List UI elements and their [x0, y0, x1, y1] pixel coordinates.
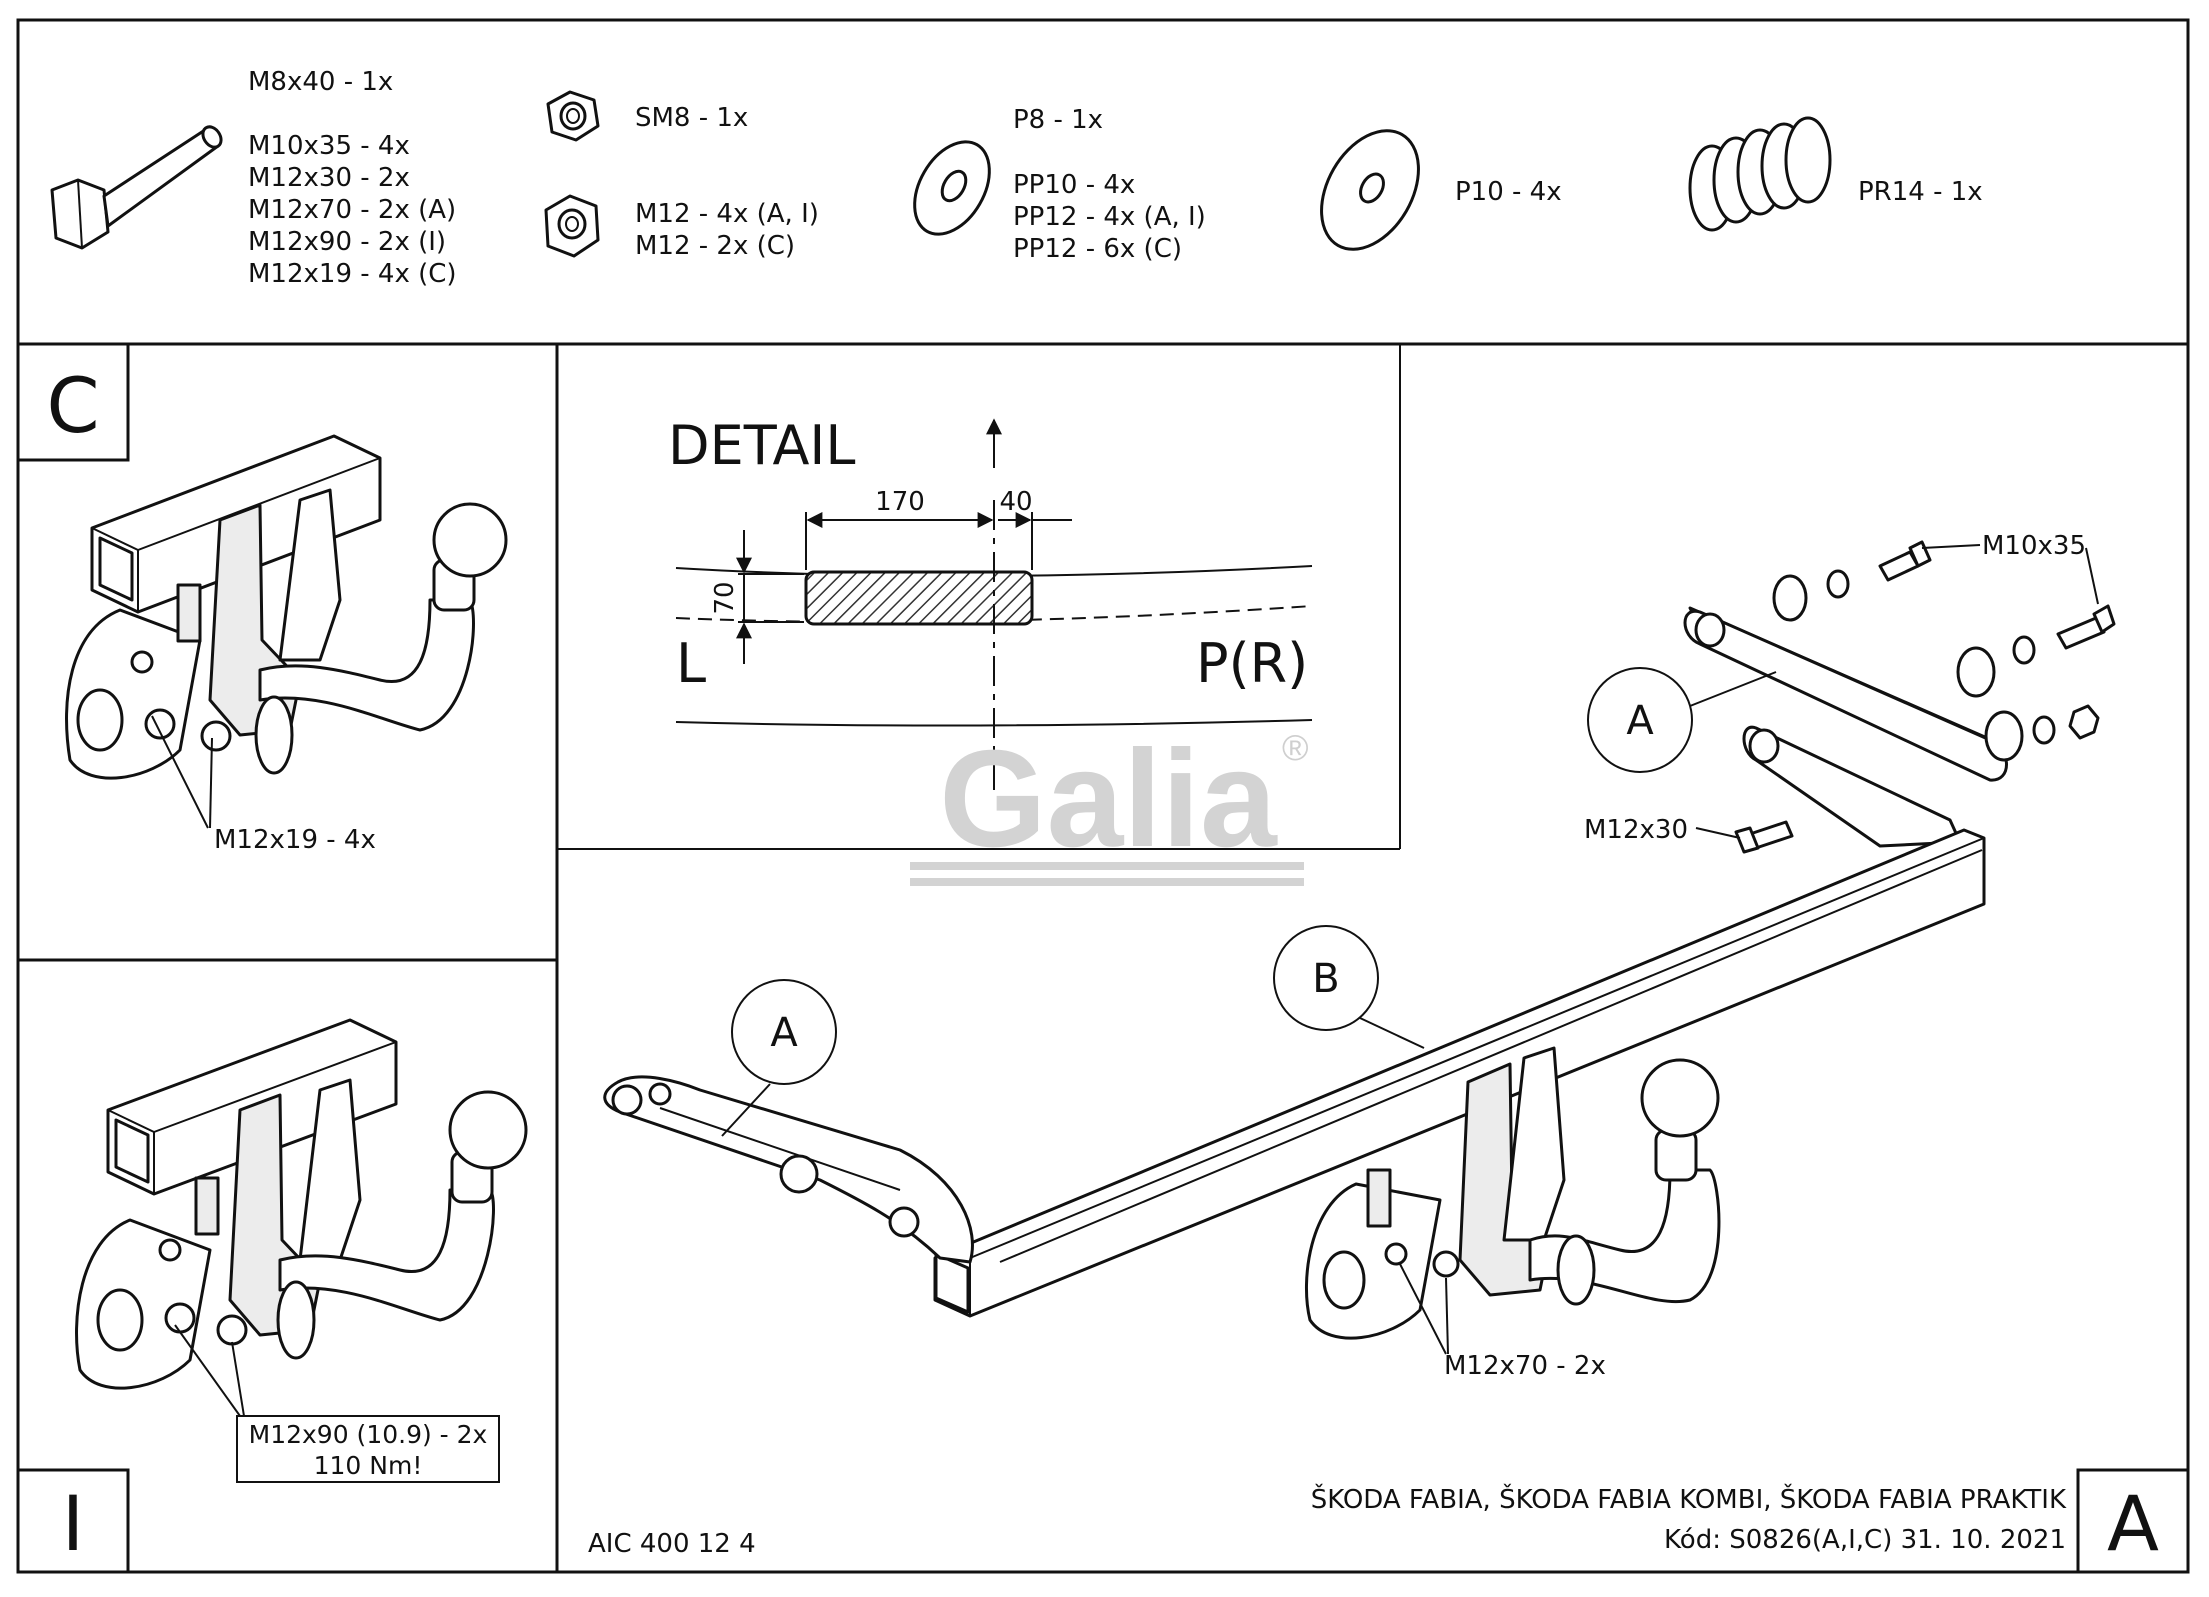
panel-c-letter: C [46, 361, 99, 450]
washer-label-p10: P10 - 4x [1455, 177, 1562, 207]
towbar-main-assembly [603, 540, 2116, 1340]
callout-b: B [1312, 956, 1339, 1002]
bolt-label-m12x90: M12x90 - 2x (I) [248, 227, 446, 257]
panel-a-letter-box [2076, 1468, 2190, 1574]
svg-text:®: ® [1282, 727, 1309, 768]
washer-label-pp10: PP10 - 4x [1013, 170, 1135, 200]
label-m12x30: M12x30 [1584, 815, 1688, 845]
detail-dim-height: 70 [710, 581, 740, 614]
bolt-label-m12x70: M12x70 - 2x (A) [248, 195, 456, 225]
panel-i-letter-box [16, 1468, 130, 1574]
panel-i-letter: I [62, 1479, 84, 1568]
panel-a-letter: A [2107, 1479, 2159, 1568]
panel-i-callout-box [236, 1415, 500, 1483]
panel-i-leader-2 [231, 1341, 245, 1417]
large-washer-icon [1320, 129, 1420, 251]
callout-circle-a-right [1587, 667, 1693, 773]
leader-m12x30 [1695, 827, 1741, 839]
towbar-c-illustration [65, 434, 508, 780]
panel-c-leader-1 [151, 715, 209, 829]
leader-m12x70-2 [1445, 1277, 1449, 1355]
detail-cross-section [675, 500, 1313, 790]
panel-c-leader-2 [209, 737, 213, 829]
label-m12x70: M12x70 - 2x [1444, 1351, 1606, 1381]
code-date: Kód: S0826(A,I,C) 31. 10. 2021 [1664, 1525, 2066, 1555]
nut-icon [544, 194, 600, 258]
nut-label-m12-c: M12 - 2x (C) [635, 231, 795, 261]
callout-a-left: A [770, 1010, 798, 1056]
towbar-i-illustration [75, 1018, 528, 1390]
leader-m10x35 [1921, 544, 1981, 549]
leader-m12x70-1 [1399, 1263, 1447, 1355]
panel-c-letter-box [16, 342, 130, 462]
self-locking-nut-icon [546, 90, 600, 142]
panel-i-leader-1 [174, 1324, 241, 1417]
detail-dim-offset: 40 [999, 487, 1032, 517]
detail-left-label: L [676, 632, 706, 695]
callout-b-leader [1359, 1017, 1425, 1049]
sheet-frame [16, 18, 2190, 1574]
bolt-label-m12x19: M12x19 - 4x (C) [248, 259, 457, 289]
callout-circle-b [1273, 925, 1379, 1031]
panel-i-callout-torque: 110 Nm! [314, 1451, 423, 1480]
bolt-icon [50, 125, 223, 250]
washer-icon [913, 140, 991, 236]
galia-logo: Galia ® [910, 722, 1309, 886]
panel-c-callout: M12x19 - 4x [214, 825, 376, 855]
washer-label-pp12: PP12 - 4x (A, I) [1013, 202, 1206, 232]
detail-right-label: P(R) [1196, 632, 1308, 695]
bolt-label-m10x35: M10x35 - 4x [248, 131, 410, 161]
leader-m10x35-2 [2085, 547, 2099, 605]
drawing-code: AIC 400 12 4 [588, 1529, 756, 1559]
detail-title: DETAIL [668, 414, 855, 477]
vehicle-list: ŠKODA FABIA, ŠKODA FABIA KOMBI, ŠKODA FA… [1311, 1483, 2067, 1515]
callout-a-right: A [1626, 698, 1654, 744]
callout-a-right-leader [1689, 671, 1777, 707]
bolt-label-m12x30: M12x30 - 2x [248, 163, 410, 193]
callout-a-left-leader [721, 1083, 771, 1137]
washer-label-pp12-c: PP12 - 6x (C) [1013, 234, 1182, 264]
spring-label-pr14: PR14 - 1x [1858, 177, 1983, 207]
spring-washer-icon [1688, 116, 1832, 232]
nut-label-sm8: SM8 - 1x [635, 103, 748, 133]
detail-dim-width: 170 [875, 487, 925, 517]
nut-label-m12: M12 - 4x (A, I) [635, 199, 819, 229]
bolt-label-m8x40: M8x40 - 1x [248, 67, 393, 97]
callout-circle-a-left [731, 979, 837, 1085]
label-m10x35: M10x35 [1982, 531, 2086, 561]
svg-text:Galia: Galia [939, 722, 1278, 876]
washer-label-p8: P8 - 1x [1013, 105, 1103, 135]
panel-i-callout-bolt: M12x90 (10.9) - 2x [249, 1420, 488, 1449]
